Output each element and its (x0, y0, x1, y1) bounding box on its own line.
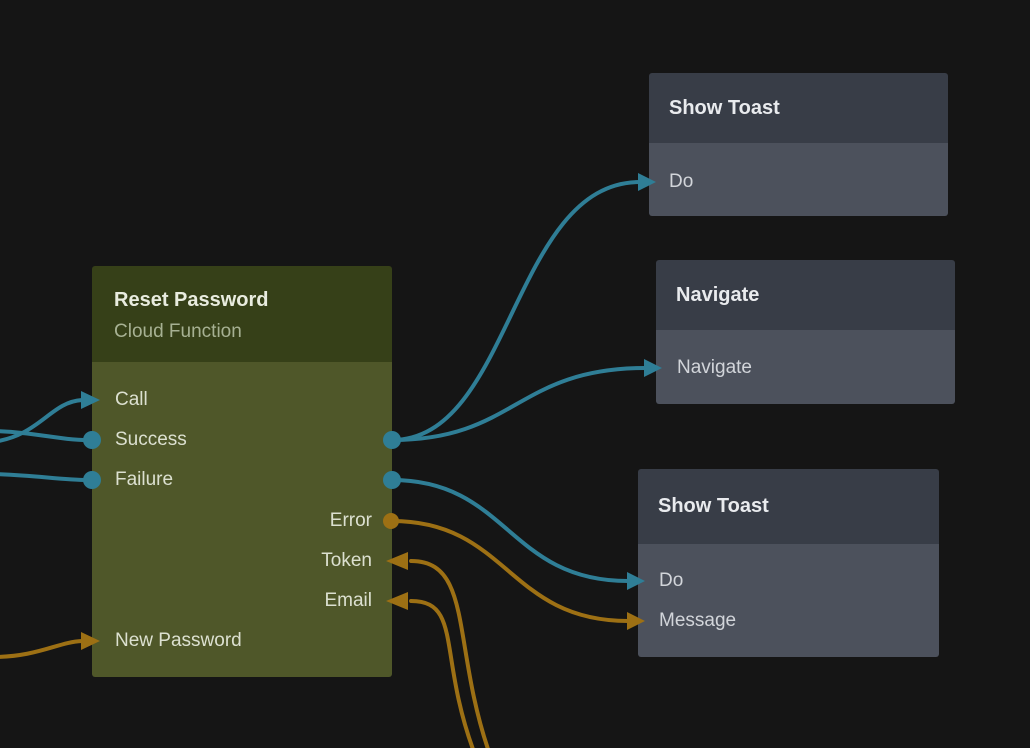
node-body: Do (649, 143, 948, 216)
node-header[interactable]: Show Toast (649, 73, 948, 143)
node-body: Do Message (638, 544, 939, 657)
edge-success-to-toast-top[interactable] (390, 180, 642, 442)
edge-in-failure[interactable] (0, 472, 90, 482)
node-show-toast-bottom[interactable]: Show Toast Do Message (638, 469, 939, 657)
node-title: Show Toast (669, 96, 780, 119)
port-token-label: Token (321, 550, 372, 571)
edge-in-call[interactable] (0, 398, 84, 443)
node-title: Reset Password (114, 289, 269, 311)
node-show-toast-top[interactable]: Show Toast Do (649, 73, 948, 216)
port-new-password-label: New Password (115, 630, 242, 651)
edge-in-success[interactable] (0, 429, 90, 442)
node-body: Navigate (656, 330, 955, 404)
port-success-label: Success (115, 429, 187, 450)
node-title: Show Toast (658, 495, 769, 517)
port-do-label: Do (669, 171, 694, 192)
port-error-label: Error (329, 510, 372, 531)
edge-token-from-bottom[interactable] (409, 559, 490, 748)
node-header[interactable]: Reset Password Cloud Function (92, 266, 392, 362)
node-title: Navigate (676, 283, 760, 306)
port-do-label: Do (659, 570, 684, 591)
edge-failure-to-toast-bottom[interactable] (390, 478, 630, 583)
node-subtitle: Cloud Function (114, 321, 242, 342)
node-body: Call Success Failure Error Token Email N… (92, 362, 392, 677)
port-message-label: Message (659, 610, 737, 631)
edge-success-to-navigate[interactable] (390, 366, 648, 442)
port-call-label: Call (115, 389, 148, 410)
port-failure-label: Failure (115, 469, 174, 490)
node-header[interactable]: Navigate (656, 260, 955, 330)
edge-in-new-password[interactable] (0, 639, 84, 659)
node-navigate[interactable]: Navigate Navigate (656, 260, 955, 404)
port-email-label: Email (324, 590, 372, 611)
node-reset-password[interactable]: Reset Password Cloud Function Call Succe… (92, 266, 392, 677)
edge-email-from-bottom[interactable] (409, 599, 475, 748)
node-header[interactable]: Show Toast (638, 469, 939, 544)
port-navigate-label: Navigate (677, 357, 752, 378)
edge-error-to-message[interactable] (390, 519, 630, 623)
